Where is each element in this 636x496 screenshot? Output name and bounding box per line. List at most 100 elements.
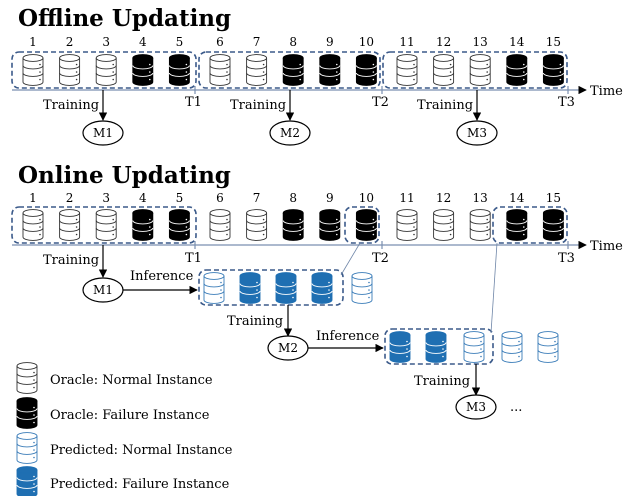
training-label: Training <box>43 253 99 268</box>
legend-item-predicted-failure: Predicted: Failure Instance <box>16 466 230 496</box>
oracle-normal-icon <box>16 362 38 394</box>
predicted-normal-icon <box>501 331 523 363</box>
offline-window-2 <box>198 51 381 89</box>
instance-number: 8 <box>289 191 297 205</box>
legend-label: Predicted: Failure Instance <box>50 477 230 492</box>
oracle-failure-icon <box>319 54 341 86</box>
predicted-normal-icon <box>351 272 373 304</box>
oracle-normal-icon <box>396 209 418 241</box>
predicted-normal-icon <box>463 331 485 363</box>
prediction-box-1 <box>198 269 344 306</box>
oracle-normal-icon <box>59 54 81 86</box>
instance-number: 15 <box>546 191 561 205</box>
instance-number: 14 <box>509 191 525 205</box>
instance-number: 8 <box>289 35 297 49</box>
ellipsis: ... <box>510 400 522 415</box>
oracle-failure-icon <box>132 209 154 241</box>
predicted-failure-icon <box>239 272 261 304</box>
instance-number: 14 <box>509 35 525 49</box>
online-title: Online Updating <box>18 162 231 189</box>
tick-label-t3: T3 <box>558 251 575 266</box>
online-window-1 <box>11 206 197 244</box>
offline-window-1 <box>11 51 197 89</box>
instance-number: 6 <box>216 191 224 205</box>
tick-label-t1: T1 <box>185 251 202 266</box>
offline-window-boxes <box>11 51 568 89</box>
inference-label: Inference <box>316 329 380 344</box>
oracle-failure-icon <box>282 209 304 241</box>
legend-item-oracle-normal: Oracle: Normal Instance <box>16 362 213 394</box>
offline-ticks: T1 T2 T3 <box>185 86 575 110</box>
tick-label-t1: T1 <box>185 95 202 110</box>
predicted-normal-icon <box>203 272 225 304</box>
oracle-failure-icon <box>132 54 154 86</box>
instance-number: 11 <box>399 35 414 49</box>
online-window-2 <box>344 206 380 244</box>
tick-label-t2: T2 <box>372 95 389 110</box>
model-label: M1 <box>93 126 113 140</box>
model-label: M3 <box>467 126 487 140</box>
instance-number: 1 <box>29 35 37 49</box>
offline-title: Offline Updating <box>18 5 231 32</box>
online-flow: TrainingM1InferenceTrainingM2InferenceTr… <box>43 242 559 420</box>
model-m3: M3 <box>456 120 498 146</box>
instance-number: 9 <box>326 191 334 205</box>
oracle-failure-icon <box>542 209 564 241</box>
model-label: M3 <box>466 400 486 414</box>
predicted-failure-icon <box>275 272 297 304</box>
oracle-normal-icon <box>469 209 491 241</box>
oracle-failure-icon <box>16 397 38 429</box>
tick-label-t3: T3 <box>558 95 575 110</box>
model-label: M2 <box>278 341 298 355</box>
connector-line <box>490 242 498 334</box>
online-window-3 <box>492 206 568 244</box>
oracle-normal-icon <box>95 54 117 86</box>
training-label: Training <box>230 98 286 113</box>
instance-number: 2 <box>66 35 74 49</box>
legend-item-predicted-normal: Predicted: Normal Instance <box>16 432 233 464</box>
oracle-normal-icon <box>209 54 231 86</box>
model-m3: M3 <box>455 394 497 420</box>
connector-line <box>340 242 361 276</box>
instance-number: 12 <box>436 191 451 205</box>
instance-number: 3 <box>102 35 110 49</box>
instance-number: 13 <box>473 191 488 205</box>
online-time-label: Time <box>590 239 623 254</box>
legend-label: Oracle: Failure Instance <box>50 408 210 423</box>
oracle-normal-icon <box>95 209 117 241</box>
training-label: Training <box>414 374 470 389</box>
instance-number: 6 <box>216 35 224 49</box>
oracle-failure-icon <box>168 209 190 241</box>
instance-number: 2 <box>66 191 74 205</box>
oracle-normal-icon <box>433 54 455 86</box>
predicted-normal-icon <box>16 432 38 464</box>
model-label: M1 <box>93 283 113 297</box>
predicted-failure-icon <box>425 331 447 363</box>
instance-number: 10 <box>359 191 374 205</box>
instance-number: 3 <box>102 191 110 205</box>
inference-label: Inference <box>130 269 194 284</box>
instance-number: 10 <box>359 35 374 49</box>
instance-number: 7 <box>253 191 261 205</box>
offline-time-label: Time <box>590 84 623 99</box>
model-m2: M2 <box>269 120 311 146</box>
online-window-boxes <box>11 206 568 244</box>
oracle-normal-icon <box>433 209 455 241</box>
instance-number: 5 <box>176 35 184 49</box>
training-label: Training <box>227 314 283 329</box>
offline-instances <box>22 54 564 86</box>
online-instances <box>22 209 564 241</box>
oracle-normal-icon <box>209 209 231 241</box>
instance-number: 11 <box>399 191 414 205</box>
model-label: M2 <box>280 126 300 140</box>
oracle-normal-icon <box>246 54 268 86</box>
instance-number: 4 <box>139 35 147 49</box>
legend-label: Predicted: Normal Instance <box>50 443 233 458</box>
model-m2: M2 <box>267 335 309 361</box>
oracle-normal-icon <box>396 54 418 86</box>
